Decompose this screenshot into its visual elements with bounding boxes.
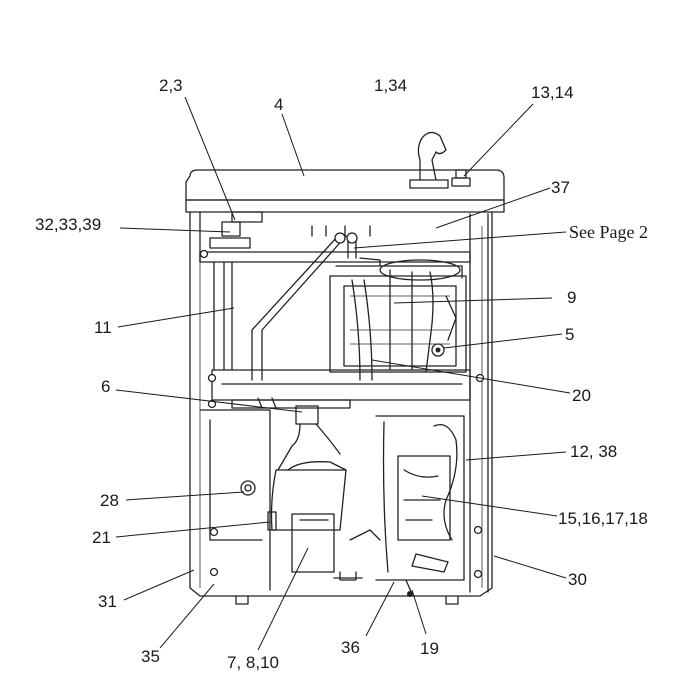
reservoir-tank [329,259,467,373]
valve-manifold [231,397,351,471]
callout-7-8-10: 7, 8,10 [227,653,279,672]
callout-20: 20 [572,386,591,405]
callout-31: 31 [98,592,117,611]
bubbler-assembly [409,131,471,189]
callout-6: 6 [101,377,110,396]
callout-11: 11 [94,318,112,337]
callout-37: 37 [551,178,570,197]
drain-assembly [199,211,263,263]
callout-36: 36 [341,638,360,657]
callout-see-page-2: See Page 2 [569,222,648,242]
callout-13-14: 13,14 [531,83,574,102]
callout-4: 4 [274,95,283,114]
callout-35: 35 [141,647,160,666]
condenser-fan [375,415,465,581]
callout-15-16-17-18: 15,16,17,18 [558,509,648,528]
compressor-assembly [240,461,413,597]
callout-5: 5 [565,325,574,344]
callout-2-3: 2,3 [159,76,183,95]
callout-28: 28 [100,491,119,510]
callout-labels: 2,3 4 1,34 13,14 37 32,33,39 See Page 2 … [35,76,648,672]
callout-12-38: 12, 38 [570,442,617,461]
leader-lines [115,96,571,651]
callout-21: 21 [92,528,111,547]
callout-32-33-39: 32,33,39 [35,215,101,234]
callout-19: 19 [420,639,439,658]
water-tubing [251,225,381,381]
callout-30: 30 [568,570,587,589]
callout-1-34: 1,34 [374,76,407,95]
callout-9: 9 [567,288,576,307]
cabinet-outline [185,169,505,605]
